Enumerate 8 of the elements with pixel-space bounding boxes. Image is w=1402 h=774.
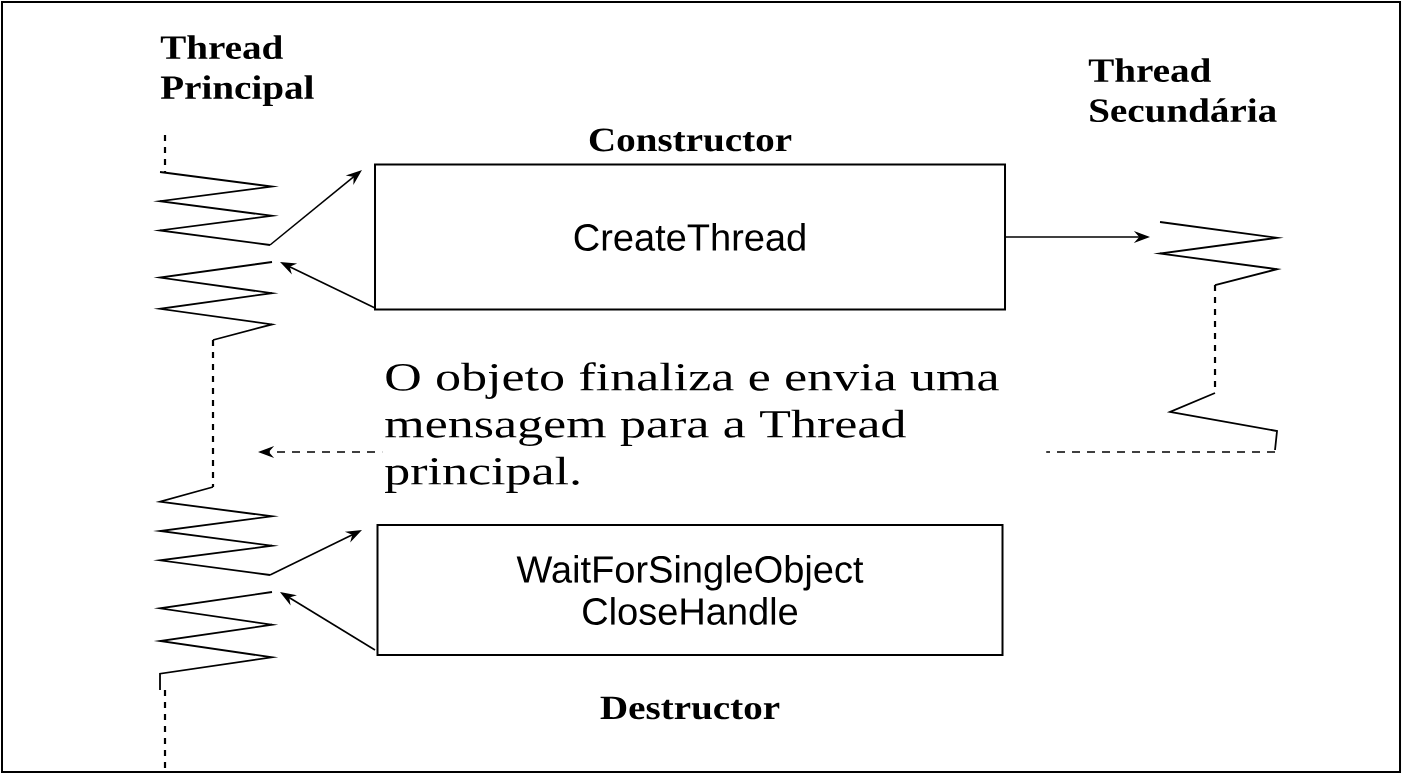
thread-heading: Thread Secundária [1088,58,1277,123]
box-heading: Destructor [600,696,780,720]
box-heading: Constructor [589,128,792,152]
process-box: WaitForSingleObject CloseHandle [376,524,1004,656]
arrow [269,170,362,246]
process-box: CreateThread [374,163,1006,311]
edge-label: O objeto finaliza e envia uma mensagem para a Thread principal. [382,360,1047,495]
thread-heading: Thread Principal [160,35,314,107]
